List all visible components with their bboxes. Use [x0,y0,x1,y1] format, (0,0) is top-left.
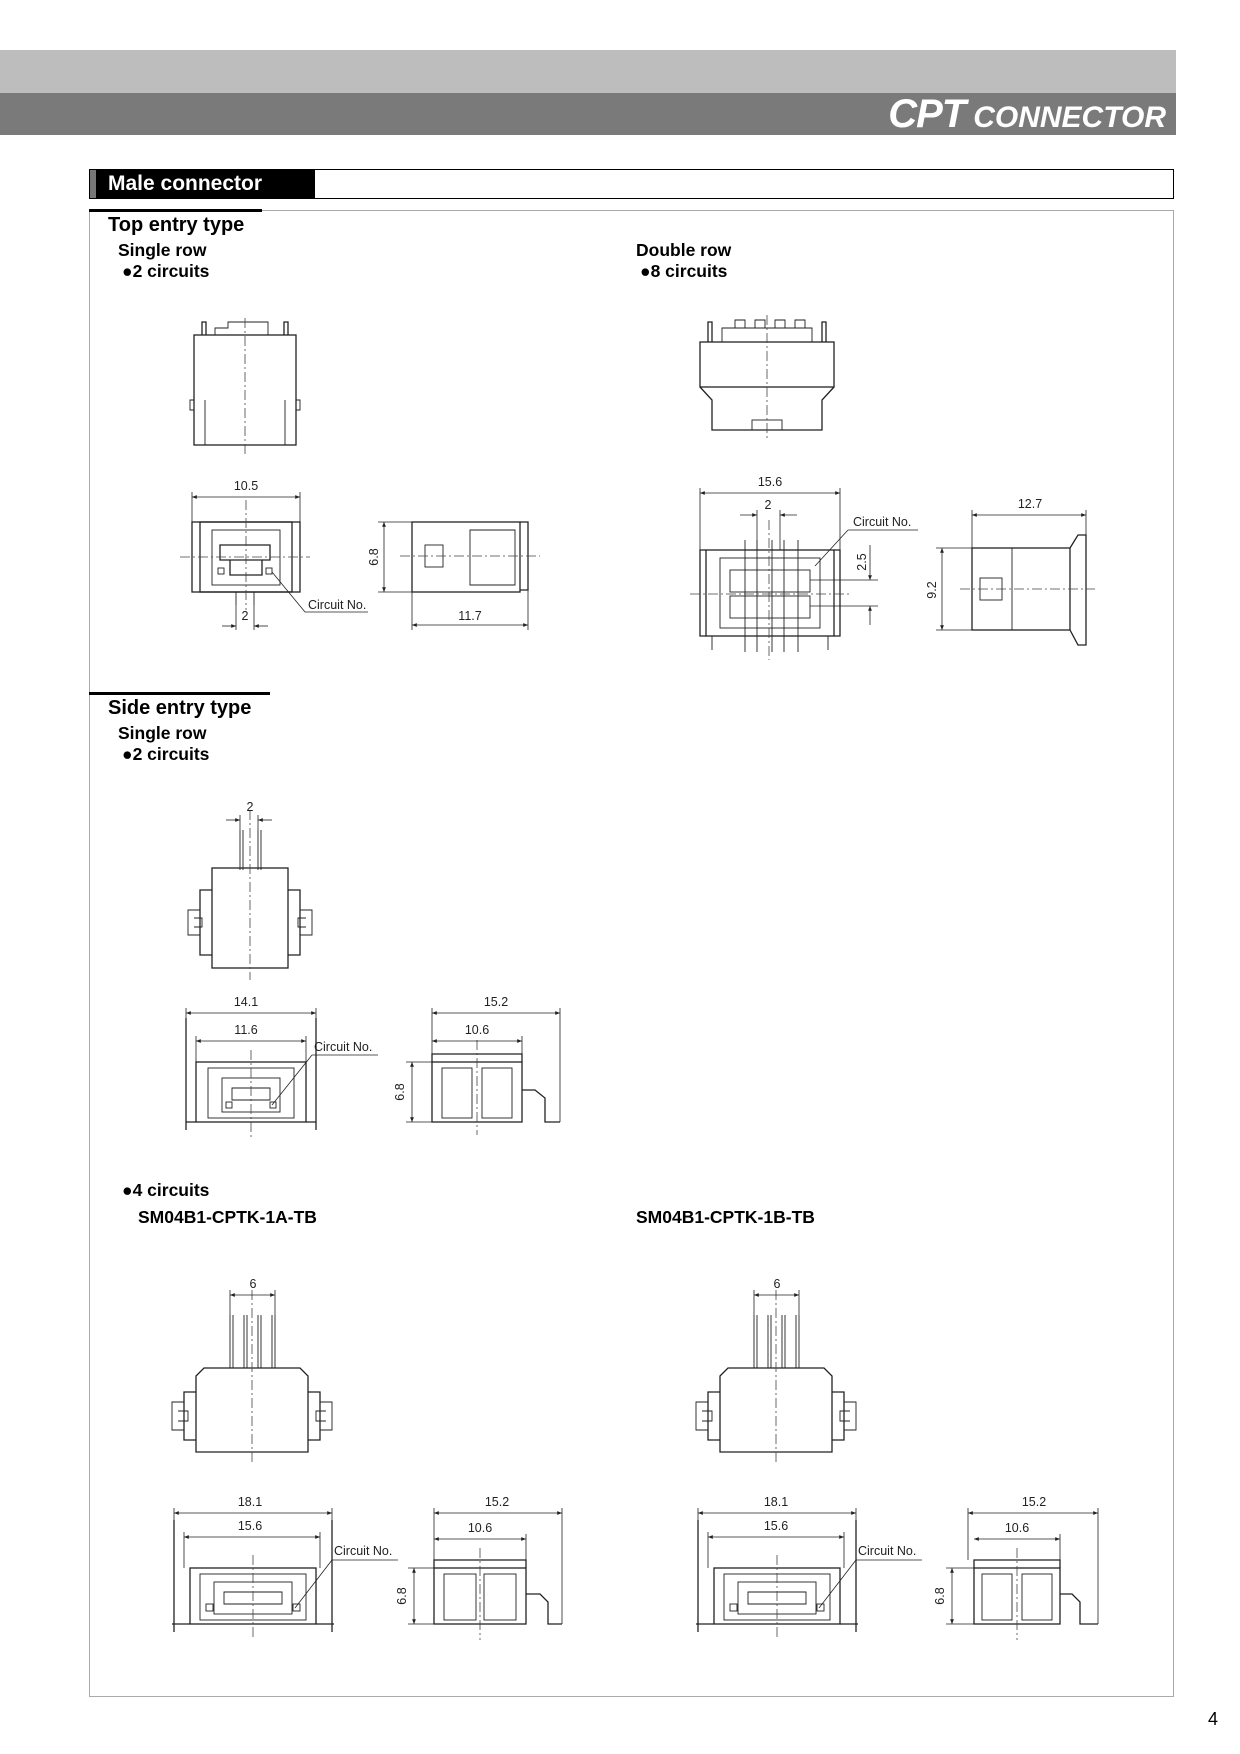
dim-s4a-len: 15.2 [485,1495,509,1509]
dim-s2-inner: 11.6 [234,1023,257,1037]
top-8c-side-view [936,510,1095,646]
dim-s4b-height: 6.8 [933,1587,947,1604]
dim-t2-pitch: 2 [242,609,249,623]
dim-t8-depth: 12.7 [1018,497,1042,511]
dim-s4a-body: 10.6 [468,1521,492,1535]
top-8c-front-view [690,488,918,660]
dim-t8-row: 2.5 [855,553,869,570]
side-four-circuits: ●4 circuits [122,1180,210,1200]
top-2c-top-view [189,318,301,455]
part-number-b: SM04B1-CPTK-1B-TB [636,1207,815,1227]
side-4a-top-view [171,1290,333,1465]
top-single-row-circuits: ●2 circuits [122,261,210,281]
side-4b-side-view [946,1508,1099,1640]
dim-s4b-len: 15.2 [1022,1495,1046,1509]
dim-t8-height: 9.2 [925,581,939,598]
side-single-row-circuits: ●2 circuits [122,744,210,764]
dim-s4a-span: 6 [250,1277,257,1291]
dim-t2-height: 6.8 [367,548,381,565]
dim-s2-pitch: 2 [247,800,254,814]
dim-s4a-circuit-no: Circuit No. [334,1544,392,1558]
dim-s2-circuit-no: Circuit No. [314,1040,372,1054]
header-band-light [0,50,1176,93]
side-4b-front-view [696,1508,922,1640]
top-double-row-label: Double row [636,240,732,260]
dim-s2-height: 6.8 [393,1083,407,1100]
side-entry-rule [89,692,270,695]
side-2c-side-view [406,1008,561,1135]
side-4b-top-view [695,1290,857,1465]
side-single-row-label: Single row [118,723,207,743]
header-band-dark [0,93,1176,135]
top-2c-side-view [378,521,540,630]
top-entry-rule [89,209,262,212]
dim-s4b-span: 6 [774,1277,781,1291]
dim-s4a-inner: 15.6 [238,1519,262,1533]
dim-t2-width: 10.5 [234,479,258,493]
side-2c-front-view [185,1008,378,1140]
dim-s4a-outer: 18.1 [238,1495,262,1509]
top-8c-top-view [699,315,835,440]
dim-t8-width: 15.6 [758,475,782,489]
dim-s4b-body: 10.6 [1005,1521,1029,1535]
dim-s2-len: 15.2 [484,995,508,1009]
brand-sub: CONNECTOR [973,101,1166,134]
dim-t2-depth: 11.7 [458,609,481,623]
dim-t8-pitch: 2 [765,498,772,512]
side-4a-front-view [172,1508,398,1640]
section-bar: Male connector [89,169,1174,199]
top-2c-front-view [180,492,368,630]
part-number-a: SM04B1-CPTK-1A-TB [138,1207,317,1227]
page-number: 4 [1207,1709,1218,1729]
dim-s2-body: 10.6 [465,1023,489,1037]
dim-s2-outer: 14.1 [234,995,258,1009]
top-double-row-circuits: ●8 circuits [640,261,728,281]
content-frame [89,210,1174,1697]
side-4a-side-view [408,1508,563,1640]
dim-t2-circuit-no: Circuit No. [308,598,366,612]
dim-s4a-height: 6.8 [395,1587,409,1604]
section-title: Male connector [90,170,315,198]
side-entry-heading: Side entry type [108,697,252,719]
brand-main: CPT [888,92,966,136]
dim-t8-circuit-no: Circuit No. [853,515,911,529]
dim-s4b-outer: 18.1 [764,1495,788,1509]
side-2c-top-view [187,810,313,980]
top-single-row-label: Single row [118,240,207,260]
top-entry-heading: Top entry type [108,214,245,236]
dim-s4b-circuit-no: Circuit No. [858,1544,916,1558]
dim-s4b-inner: 15.6 [764,1519,788,1533]
